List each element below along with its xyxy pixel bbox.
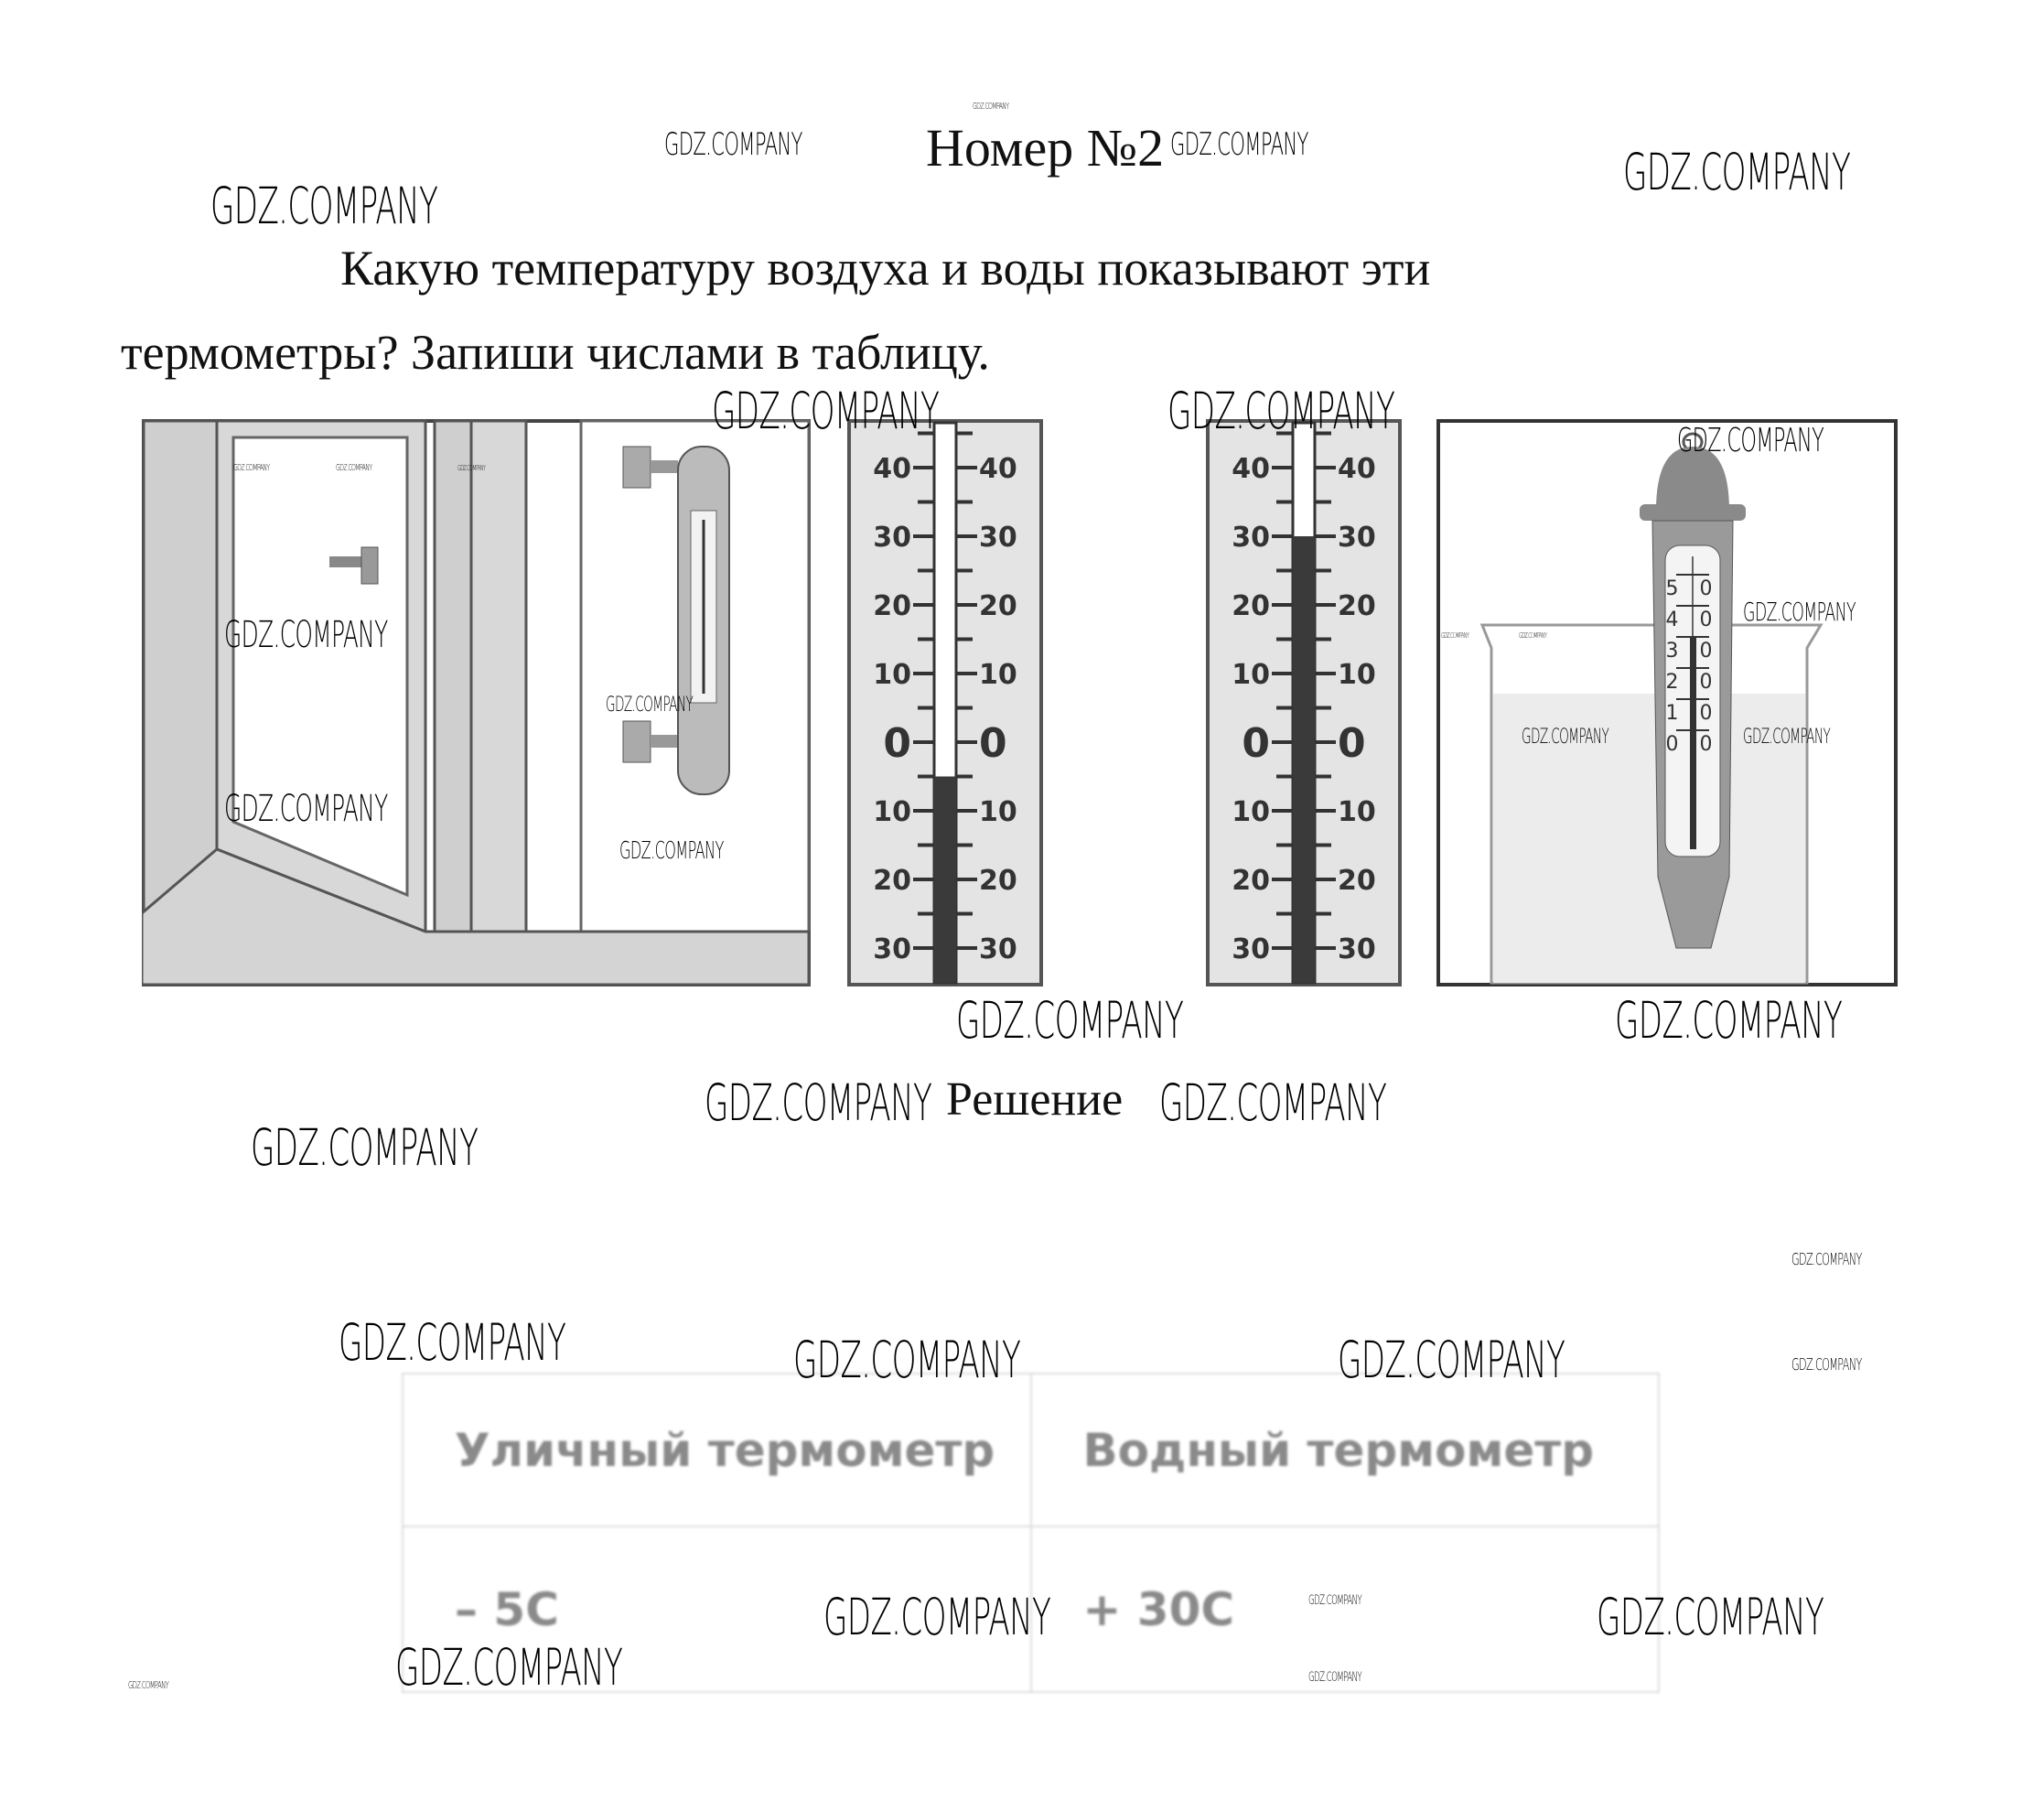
scale-label-left: 30 (873, 522, 911, 554)
water-scale-label: 1 0 (1666, 702, 1720, 725)
question-line-1: Какую температуру воздуха и воды показыв… (340, 241, 1431, 296)
scale-label-left: 20 (1232, 590, 1270, 622)
watermark: GDZ.COMPANY (1743, 726, 1831, 749)
watermark: GDZ.COMPANY (1170, 126, 1308, 163)
task-title: Номер №2 (926, 118, 1165, 178)
scale-label-right: 0 (1338, 720, 1366, 767)
window-thermometer-illustration (142, 419, 811, 986)
watermark: GDZ.COMPANY (956, 991, 1184, 1050)
watermark: GDZ.COMPANY (1791, 1355, 1862, 1374)
scale-label-left: 40 (873, 453, 911, 485)
scale-label-left: 10 (873, 796, 911, 828)
mercury-column (934, 776, 956, 983)
scale-label-right: 0 (979, 720, 1007, 767)
watermark: GDZ.COMPANY (606, 694, 694, 717)
watermark: GDZ.COMPANY (339, 1313, 566, 1372)
water-scale-label: 5 0 (1666, 577, 1720, 600)
mercury-column (1293, 536, 1315, 983)
scale-label-right: 30 (979, 522, 1017, 554)
scale-label-right: 30 (1338, 522, 1376, 554)
watermark: GDZ.COMPANY (712, 382, 940, 440)
value-street-thermometer: – 5С (402, 1525, 1032, 1693)
watermark: GDZ.COMPANY (1308, 1593, 1362, 1608)
watermark: GDZ.COMPANY (128, 1679, 169, 1691)
scale-label-left: 20 (873, 590, 911, 622)
scale-label-right: 10 (1338, 659, 1376, 691)
scale-label-left: 30 (1232, 933, 1270, 965)
watermark: GDZ.COMPANY (664, 126, 802, 163)
scale-label-left: 30 (1232, 522, 1270, 554)
watermark: GDZ.COMPANY (1623, 143, 1851, 201)
watermark: GDZ.COMPANY (1597, 1588, 1824, 1646)
watermark: GDZ.COMPANY (395, 1638, 623, 1697)
scale-label-right: 10 (979, 659, 1017, 691)
watermark: GDZ.COMPANY (336, 463, 372, 473)
header-water-thermometer: Водный термометр (1029, 1373, 1660, 1527)
scale-label-right: 10 (1338, 796, 1376, 828)
watermark: GDZ.COMPANY (1615, 991, 1843, 1050)
watermark: GDZ.COMPANY (1743, 597, 1856, 627)
watermark: GDZ.COMPANY (705, 1073, 932, 1132)
answer-table: Уличный термометр Водный термометр – 5С … (402, 1373, 1660, 1693)
watermark: GDZ.COMPANY (1522, 726, 1609, 749)
watermark: GDZ.COMPANY (1791, 1250, 1862, 1269)
watermark: GDZ.COMPANY (224, 614, 388, 656)
air-thermometer-scale: 40 40 30 30 20 20 10 10 0 0 10 10 20 20 30 30 (847, 419, 1043, 986)
scale-label-right: 20 (1338, 865, 1376, 897)
watermark: GDZ.COMPANY (1308, 1670, 1362, 1685)
watermark: GDZ.COMPANY (1677, 422, 1824, 459)
watermark: GDZ.COMPANY (1441, 631, 1469, 640)
water-scale-label: 3 0 (1666, 640, 1720, 663)
scale-label-right: 10 (979, 796, 1017, 828)
watermark: GDZ.COMPANY (251, 1118, 479, 1177)
scale-label-left: 0 (883, 720, 911, 767)
scale-label-left: 40 (1232, 453, 1270, 485)
watermark: GDZ.COMPANY (1167, 382, 1395, 440)
scale-label-left: 0 (1242, 720, 1270, 767)
answer-table-header-row: Уличный термометр Водный термометр (402, 1373, 1660, 1527)
scale-label-right: 30 (1338, 933, 1376, 965)
watermark: GDZ.COMPANY (224, 788, 388, 830)
scale-label-right: 30 (979, 933, 1017, 965)
scale-label-left: 20 (1232, 865, 1270, 897)
watermark: GDZ.COMPANY (619, 837, 724, 865)
water-thermometer-illustration: 5 0 4 0 3 0 2 0 1 0 0 0 (1436, 419, 1898, 986)
water-scale-label: 4 0 (1666, 609, 1720, 631)
scale-label-left: 10 (1232, 659, 1270, 691)
watermark: GDZ.COMPANY (210, 177, 438, 235)
water-scale-label: 0 0 (1666, 733, 1720, 756)
watermark: GDZ.COMPANY (1338, 1331, 1565, 1389)
watermark: GDZ.COMPANY (457, 464, 486, 472)
scale-label-right: 40 (979, 453, 1017, 485)
scale-label-right: 20 (979, 590, 1017, 622)
scale-label-right: 20 (979, 865, 1017, 897)
scale-label-right: 20 (1338, 590, 1376, 622)
scale-label-left: 10 (873, 659, 911, 691)
water-scale-label: 2 0 (1666, 671, 1720, 694)
watermark: GDZ.COMPANY (1519, 631, 1547, 640)
question-line-2: термометры? Запиши числами в таблицу. (121, 325, 990, 380)
value-water-thermometer: + 30С (1029, 1525, 1660, 1693)
answer-table-value-row: – 5С + 30С (402, 1525, 1660, 1693)
watermark: GDZ.COMPANY (1159, 1073, 1387, 1132)
scale-label-left: 10 (1232, 796, 1270, 828)
watermark: GDZ.COMPANY (973, 102, 1009, 112)
water-mercury-column (1690, 637, 1696, 849)
watermark: GDZ.COMPANY (823, 1588, 1051, 1646)
watermark: GDZ.COMPANY (233, 463, 270, 473)
scale-label-left: 20 (873, 865, 911, 897)
header-street-thermometer: Уличный термометр (402, 1373, 1032, 1527)
solution-heading: Решение (946, 1073, 1124, 1126)
scale-label-right: 40 (1338, 453, 1376, 485)
scale-label-left: 30 (873, 933, 911, 965)
watermark: GDZ.COMPANY (793, 1331, 1021, 1389)
water-thermometer-scale: 40 40 30 30 20 20 10 10 0 0 10 10 20 20 30 30 (1206, 419, 1402, 986)
